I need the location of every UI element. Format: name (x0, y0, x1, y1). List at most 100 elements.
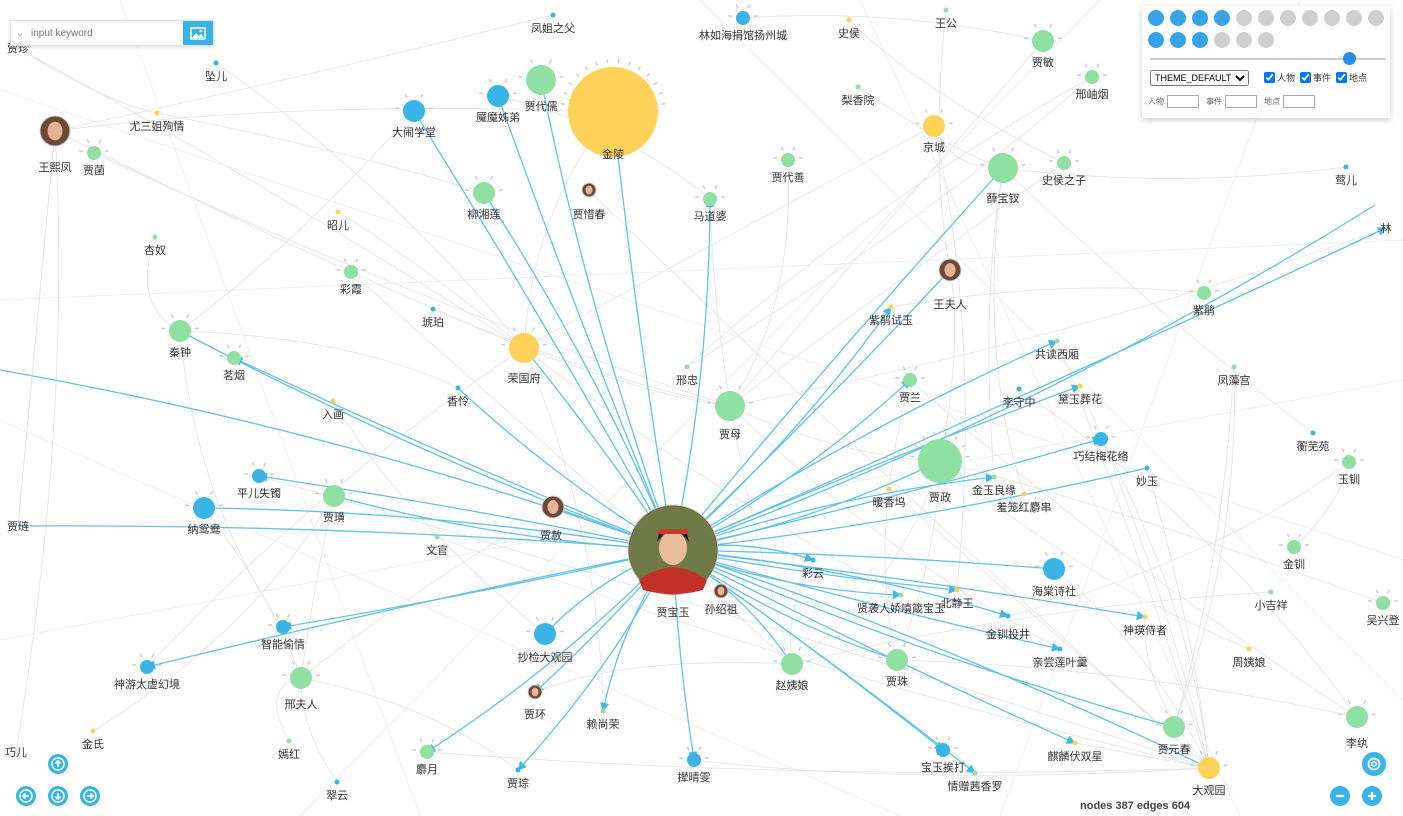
node-昭儿[interactable]: 昭儿 (327, 209, 349, 233)
node-circle[interactable] (1094, 432, 1108, 446)
node-dot[interactable] (455, 385, 461, 391)
node-邢夫人[interactable]: 邢夫人 (282, 660, 320, 711)
node-莺儿[interactable]: 莺儿 (1335, 164, 1357, 188)
node-circle[interactable] (903, 373, 917, 387)
image-search-button[interactable] (183, 21, 213, 45)
node-紫鹃[interactable]: 紫鹃 (1189, 279, 1219, 317)
node-麒麟伏双星[interactable]: 麒麟伏双星 (1048, 740, 1103, 764)
node-dot[interactable] (334, 779, 340, 785)
node-dot[interactable] (1016, 386, 1022, 392)
node-dot[interactable] (1072, 740, 1078, 746)
node-暖香坞[interactable]: 暖香坞 (873, 486, 906, 510)
fit-view-button[interactable] (1362, 752, 1386, 776)
node-贾代儒[interactable]: 贾代儒 (518, 59, 564, 113)
person-checkbox[interactable]: 人物 (1264, 71, 1295, 84)
node-赖尚荣[interactable]: 赖尚荣 (587, 708, 620, 732)
node-北静王[interactable]: 北静王 (941, 587, 974, 611)
node-神瑛侍者[interactable]: 神瑛侍者 (1123, 614, 1167, 638)
node-dot[interactable] (286, 738, 292, 744)
node-坠儿[interactable]: 坠儿 (205, 60, 227, 84)
place-size-field[interactable]: 地点 (1264, 95, 1315, 108)
node-情赠茜香罗[interactable]: 情赠茜香罗 (948, 770, 1003, 794)
info-icon[interactable] (1148, 32, 1164, 48)
node-贾琏[interactable]: 贾琏 (7, 519, 29, 533)
node-dot[interactable] (1231, 364, 1237, 370)
swap-icon[interactable] (1192, 10, 1208, 26)
node-circle[interactable] (918, 439, 962, 483)
node-贾惜春[interactable]: 贾惜春 (573, 182, 606, 221)
node-dot[interactable] (888, 304, 894, 310)
node-dot[interactable] (335, 209, 341, 215)
node-dot[interactable] (810, 557, 816, 563)
node-dot[interactable] (213, 60, 219, 66)
node-circle[interactable] (923, 115, 945, 137)
node-嫣红[interactable]: 嫣红 (278, 738, 300, 762)
person-size-input[interactable] (1167, 95, 1199, 108)
node-林[interactable]: 林 (1381, 221, 1392, 235)
node-羞笼红麝串[interactable]: 羞笼红麝串 (997, 491, 1052, 515)
node-史侯之子[interactable]: 史侯之子 (1042, 149, 1086, 187)
node-circle[interactable] (1376, 596, 1390, 610)
node-小吉祥[interactable]: 小吉祥 (1255, 589, 1288, 613)
node-dot[interactable] (1343, 164, 1349, 170)
node-贾宝玉[interactable]: 贾宝玉 (627, 504, 719, 619)
node-circle[interactable] (276, 620, 290, 634)
node-贾敏[interactable]: 贾敏 (1024, 23, 1062, 69)
zoom-out-button[interactable] (1330, 786, 1350, 806)
person-size-field[interactable]: 人物 (1148, 95, 1199, 108)
circle-icon[interactable] (1258, 10, 1274, 26)
node-文官[interactable]: 文官 (426, 534, 448, 558)
anchor-icon[interactable] (1324, 10, 1340, 26)
event-size-field[interactable]: 事件 (1206, 95, 1257, 108)
node-dot[interactable] (434, 534, 440, 540)
node-智能偷情[interactable]: 智能偷情 (261, 613, 305, 651)
node-金陵[interactable]: 金陵 (560, 59, 666, 161)
file-icon[interactable] (1214, 32, 1230, 48)
node-李纨[interactable]: 李纨 (1338, 699, 1376, 750)
node-秦钟[interactable]: 秦钟 (161, 313, 199, 359)
node-梨香院[interactable]: 梨香院 (842, 84, 875, 108)
expand-icon[interactable] (1170, 32, 1186, 48)
node-贾母[interactable]: 贾母 (707, 385, 753, 441)
node-circle[interactable] (1197, 286, 1211, 300)
node-贤袭人娇嗔箴宝玉[interactable]: 贤袭人娇嗔箴宝玉 (857, 592, 945, 616)
node-circle[interactable] (509, 333, 539, 363)
place-checkbox-input[interactable] (1336, 72, 1347, 83)
node-dot[interactable] (855, 84, 861, 90)
node-尤三姐殉情[interactable]: 尤三姐殉情 (130, 110, 185, 134)
person-checkbox-input[interactable] (1264, 72, 1275, 83)
node-宝玉挨打[interactable]: 宝玉挨打 (921, 736, 965, 774)
place-checkbox[interactable]: 地点 (1336, 71, 1367, 84)
node-神游太虚幻境[interactable]: 神游太虚幻境 (114, 653, 180, 691)
node-circle[interactable] (534, 623, 556, 645)
node-林如海捐馆扬州城[interactable]: 林如海捐馆扬州城 (699, 4, 787, 42)
event-checkbox[interactable]: 事件 (1300, 71, 1331, 84)
node-大闹学堂[interactable]: 大闹学堂 (392, 93, 436, 139)
node-circle[interactable] (1085, 70, 1099, 84)
node-dot[interactable] (886, 486, 892, 492)
node-琥珀[interactable]: 琥珀 (422, 306, 444, 330)
node-circle[interactable] (193, 497, 215, 519)
node-贾兰[interactable]: 贾兰 (895, 366, 925, 404)
node-史侯[interactable]: 史侯 (838, 17, 860, 41)
node-circle[interactable] (420, 745, 434, 759)
square-icon[interactable] (1302, 10, 1318, 26)
node-circle[interactable] (1057, 156, 1071, 170)
node-dot[interactable] (684, 364, 690, 370)
chevron-down-icon[interactable]: ⌄ (15, 27, 25, 39)
minus-circle-icon[interactable] (1258, 32, 1274, 48)
node-杏奴[interactable]: 杏奴 (144, 234, 166, 258)
node-京城[interactable]: 京城 (915, 108, 953, 154)
node-circle[interactable] (487, 85, 509, 107)
node-circle[interactable] (169, 320, 191, 342)
node-dot[interactable] (1246, 646, 1252, 652)
node-李守中[interactable]: 李守中 (1003, 386, 1036, 410)
pan-down-button[interactable] (48, 786, 68, 806)
node-大观园[interactable]: 大观园 (1190, 750, 1228, 797)
pan-right-button[interactable] (80, 786, 100, 806)
node-dot[interactable] (1054, 338, 1060, 344)
node-circle[interactable] (781, 153, 795, 167)
node-荣国府[interactable]: 荣国府 (501, 327, 547, 385)
node-circle[interactable] (227, 351, 241, 365)
node-dot[interactable] (1144, 465, 1150, 471)
